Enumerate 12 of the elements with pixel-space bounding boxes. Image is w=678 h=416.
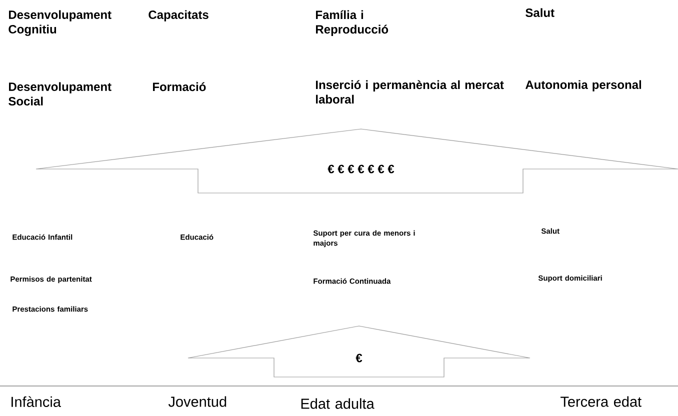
label: Tercera edat [560, 396, 642, 407]
label: Família i Reproducció [316, 10, 388, 36]
label: Joventud [168, 396, 226, 407]
label: Desenvolupament Cognitiu [8, 10, 112, 36]
label: Desenvolupament Social [8, 82, 112, 106]
label: Autonomia personal [526, 80, 642, 92]
label: Inserció i permanència al mercat laboral [316, 80, 504, 104]
label: Salut [526, 8, 554, 17]
label: Capacitats [148, 10, 208, 22]
label: Infància [12, 396, 61, 408]
label: Edat adulta [301, 398, 374, 409]
label: Formació [153, 82, 206, 92]
